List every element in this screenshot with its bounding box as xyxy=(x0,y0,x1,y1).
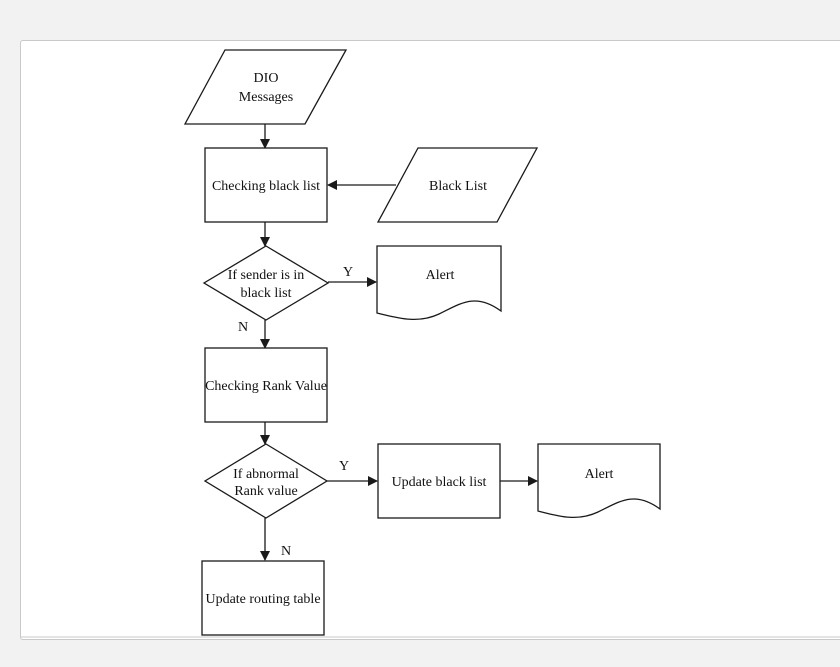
dio-messages-node xyxy=(183,49,348,125)
checking-black-list-node xyxy=(204,147,328,223)
checking-black-list-label: Checking black list xyxy=(212,179,320,194)
black-list-label: Black List xyxy=(429,179,487,194)
checking-rank-node xyxy=(204,347,328,423)
update-routing-label: Update routing table xyxy=(205,592,320,607)
rank-decision-label-2: Rank value xyxy=(234,484,297,499)
sender-decision-label-1: If sender is in xyxy=(228,268,305,283)
rank-yes-label: Y xyxy=(339,459,349,474)
alert-1-node xyxy=(376,245,502,320)
sender-no-label: N xyxy=(238,320,248,335)
update-black-list-node xyxy=(377,443,501,519)
rank-decision-node xyxy=(203,443,329,519)
dio-messages-label-2: Messages xyxy=(239,90,293,105)
dio-messages-label-1: DIO xyxy=(254,71,279,86)
sender-yes-label: Y xyxy=(343,265,353,280)
black-list-node xyxy=(376,147,539,223)
alert-1-label: Alert xyxy=(426,268,455,283)
rank-no-label: N xyxy=(281,544,291,559)
update-black-list-label: Update black list xyxy=(392,475,487,490)
sender-decision-label-2: black list xyxy=(241,286,292,301)
sender-decision-node xyxy=(202,245,330,321)
rank-decision-label-1: If abnormal xyxy=(233,467,299,482)
alert-2-node xyxy=(537,443,661,519)
diagram-card xyxy=(20,40,840,640)
alert-2-label: Alert xyxy=(585,467,614,482)
checking-rank-label: Checking Rank Value xyxy=(205,379,327,394)
update-routing-node xyxy=(201,560,325,636)
